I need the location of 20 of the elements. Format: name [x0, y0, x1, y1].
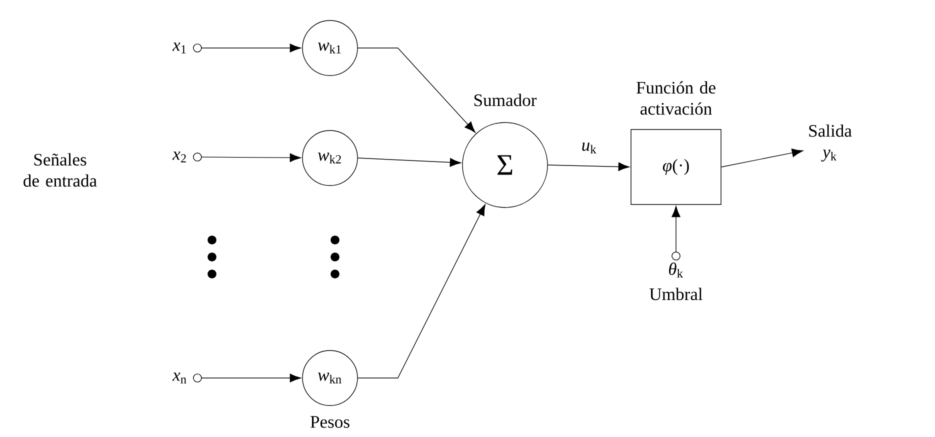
node-caption: Sumador [474, 94, 537, 106]
activation-box: φ(·) [630, 129, 722, 205]
arrow [358, 158, 462, 167]
arrow [672, 206, 680, 260]
arrow [358, 48, 476, 133]
output-label: Salida y$_{k}$ [809, 124, 852, 162]
arrow [193, 44, 302, 52]
input-label: x$_{n}$ [172, 372, 186, 384]
text-label: Señales de entrada [24, 153, 97, 187]
arrow [193, 374, 302, 382]
arrow [193, 152, 302, 162]
arrow [548, 162, 630, 172]
input-label: x$_{2}$ [172, 152, 186, 162]
node-caption: Función de activación [636, 81, 716, 115]
arrow [358, 204, 486, 378]
threshold-label: θ$_{k}$ [669, 262, 683, 278]
arrow [721, 148, 804, 168]
node-caption: Umbral [650, 288, 702, 300]
input-label: x$_{1}$ [172, 42, 186, 54]
edge-label: u$_{k}$ [582, 142, 596, 154]
